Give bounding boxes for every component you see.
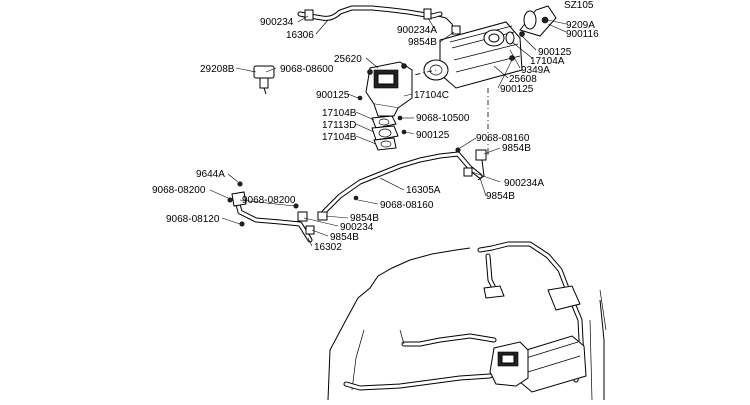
label-900234-m: 900234 (340, 222, 374, 233)
label-900234-top: 900234 (260, 17, 294, 28)
clamp-900234 (304, 9, 314, 21)
label-900125-l: 900125 (316, 90, 350, 101)
label-9068-08600: 9068-08600 (280, 64, 334, 75)
bolt-900125-r (519, 31, 525, 37)
leader-lines (209, 15, 567, 247)
bolt-900125-m (401, 129, 407, 135)
label-9068-08120: 9068-08120 (166, 214, 220, 225)
gasket-stack (371, 115, 407, 151)
label-900234a-top: 900234A (397, 25, 437, 36)
label-16306: 16306 (286, 30, 314, 41)
label-25620: 25620 (334, 54, 362, 65)
egr-valve-25620 (357, 61, 413, 117)
clamp-9854b-r (475, 149, 487, 161)
bolt-9209a (541, 16, 549, 24)
label-25608: 25608 (509, 74, 537, 85)
sensor-29208b (253, 65, 275, 95)
label-17104b-a: 17104B (322, 108, 357, 119)
bolt-9644a (237, 181, 243, 187)
pipe-16302 (227, 181, 315, 243)
label-9854b-m2: 9854B (330, 232, 359, 243)
label-16305a: 16305A (406, 185, 441, 196)
pipe-16306 (297, 5, 461, 35)
label-29208b: 29208B (200, 64, 235, 75)
label-9068-10500: 9068-10500 (416, 113, 470, 124)
label-900116: 900116 (566, 29, 599, 40)
bolt-9068-10500 (397, 115, 403, 121)
bolt-900125-l (357, 95, 363, 101)
label-900234a-r: 900234A (504, 178, 544, 189)
label-9854b-r2: 9854B (486, 191, 515, 202)
label-sz105: SZ105 (564, 0, 594, 11)
label-9349a: 9349A (521, 65, 550, 76)
label-17104b-b: 17104B (322, 132, 357, 143)
gasket-17104a (505, 31, 515, 45)
label-900125-r: 900125 (538, 47, 572, 58)
label-9068-08200-a: 9068-08200 (152, 185, 206, 196)
label-9068-08160-m: 9068-08160 (380, 200, 434, 211)
label-900125-r2: 900125 (500, 84, 534, 95)
part-labels: 900234 16306 900234A 9854B SZ105 9209A 9… (152, 0, 599, 253)
clamp-9854b-top (451, 25, 461, 35)
label-9854b-m: 9854B (350, 213, 379, 224)
clamp-900234a (423, 8, 432, 20)
gasket-17104c (423, 59, 449, 81)
label-17104c: 17104C (414, 90, 449, 101)
label-9854b-r: 9854B (502, 143, 531, 154)
bolt-9068-08120 (239, 221, 245, 227)
label-16302: 16302 (314, 242, 342, 253)
egr-cooler (423, 5, 557, 89)
label-9209a: 9209A (566, 20, 595, 31)
label-17113d: 17113D (322, 120, 356, 131)
bolt-9068-08160-r (455, 147, 461, 153)
bolt-9068-08160-m (353, 195, 359, 201)
label-9644a: 9644A (196, 169, 225, 180)
engine-assembly (327, 241, 607, 401)
label-9068-08160-r: 9068-08160 (476, 133, 530, 144)
clamp-9854b-m2 (305, 225, 315, 235)
clamp-9854b-m (317, 211, 328, 221)
label-9068-08200-b: 9068-08200 (242, 195, 296, 206)
label-9854b-top: 9854B (408, 37, 437, 48)
clamp-900234-m (297, 211, 308, 222)
label-900125-m: 900125 (416, 130, 450, 141)
clamp-900234a-r (463, 167, 473, 177)
label-17104a: 17104A (530, 56, 565, 67)
bolt-9068-08200-a (227, 197, 233, 203)
